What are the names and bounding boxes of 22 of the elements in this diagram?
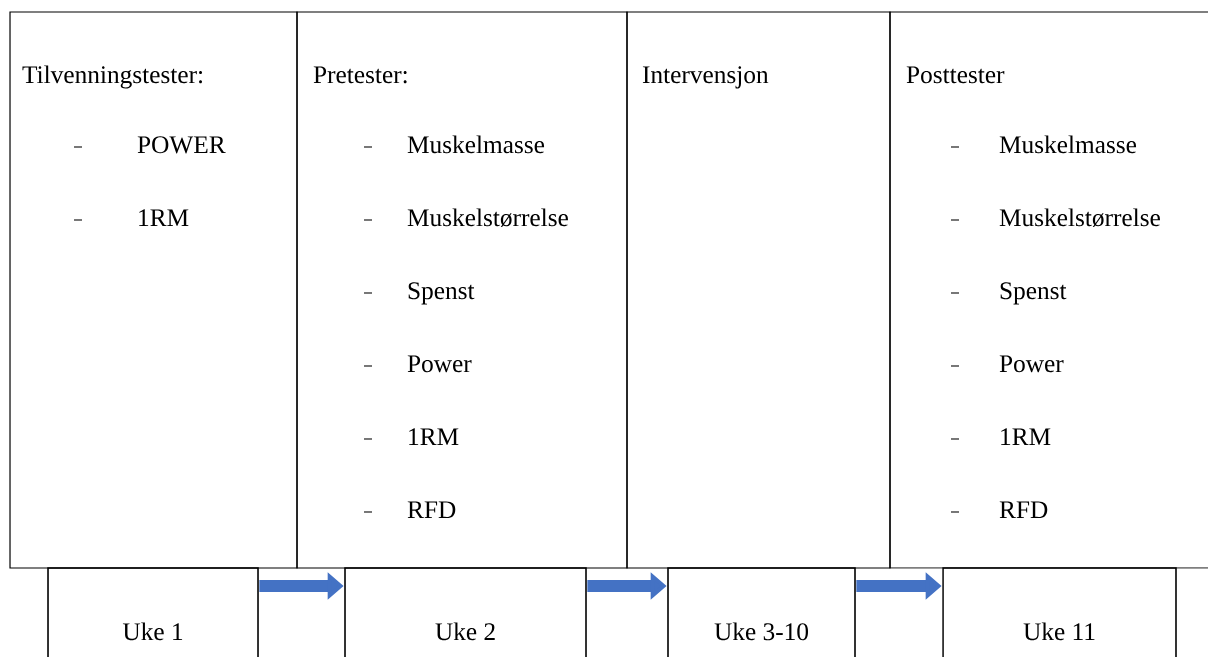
column-heading: Posttester — [906, 66, 1005, 84]
list-item: 1RM — [1001, 428, 1051, 445]
list-item: Spenst — [408, 282, 475, 305]
week-box: Uke 3-10 — [667, 567, 856, 657]
list-item: 1RM — [409, 428, 459, 445]
list-item: Muskelstørrelse — [999, 208, 1160, 228]
list-item: POWER — [137, 136, 226, 154]
list-item: Power — [999, 355, 1064, 373]
list-item: Muskelmasse — [999, 135, 1137, 154]
list-item: RFD — [407, 501, 456, 519]
week-box: Uke 2 — [344, 567, 587, 657]
column-heading: Intervensjon — [642, 66, 769, 89]
list-item: Power — [407, 355, 472, 373]
column-heading: Pretester: — [313, 66, 407, 84]
list-item: Muskelmasse — [407, 135, 545, 154]
week-box: Uke 1 — [47, 567, 259, 657]
list-item: 1RM — [139, 209, 189, 226]
list-item: Muskelstørrelse — [407, 208, 568, 228]
list-item: Spenst — [1000, 282, 1067, 305]
list-item: RFD — [999, 501, 1048, 519]
column-heading: Tilvenningstester: — [22, 65, 202, 89]
week-box: Uke 11 — [942, 567, 1177, 657]
